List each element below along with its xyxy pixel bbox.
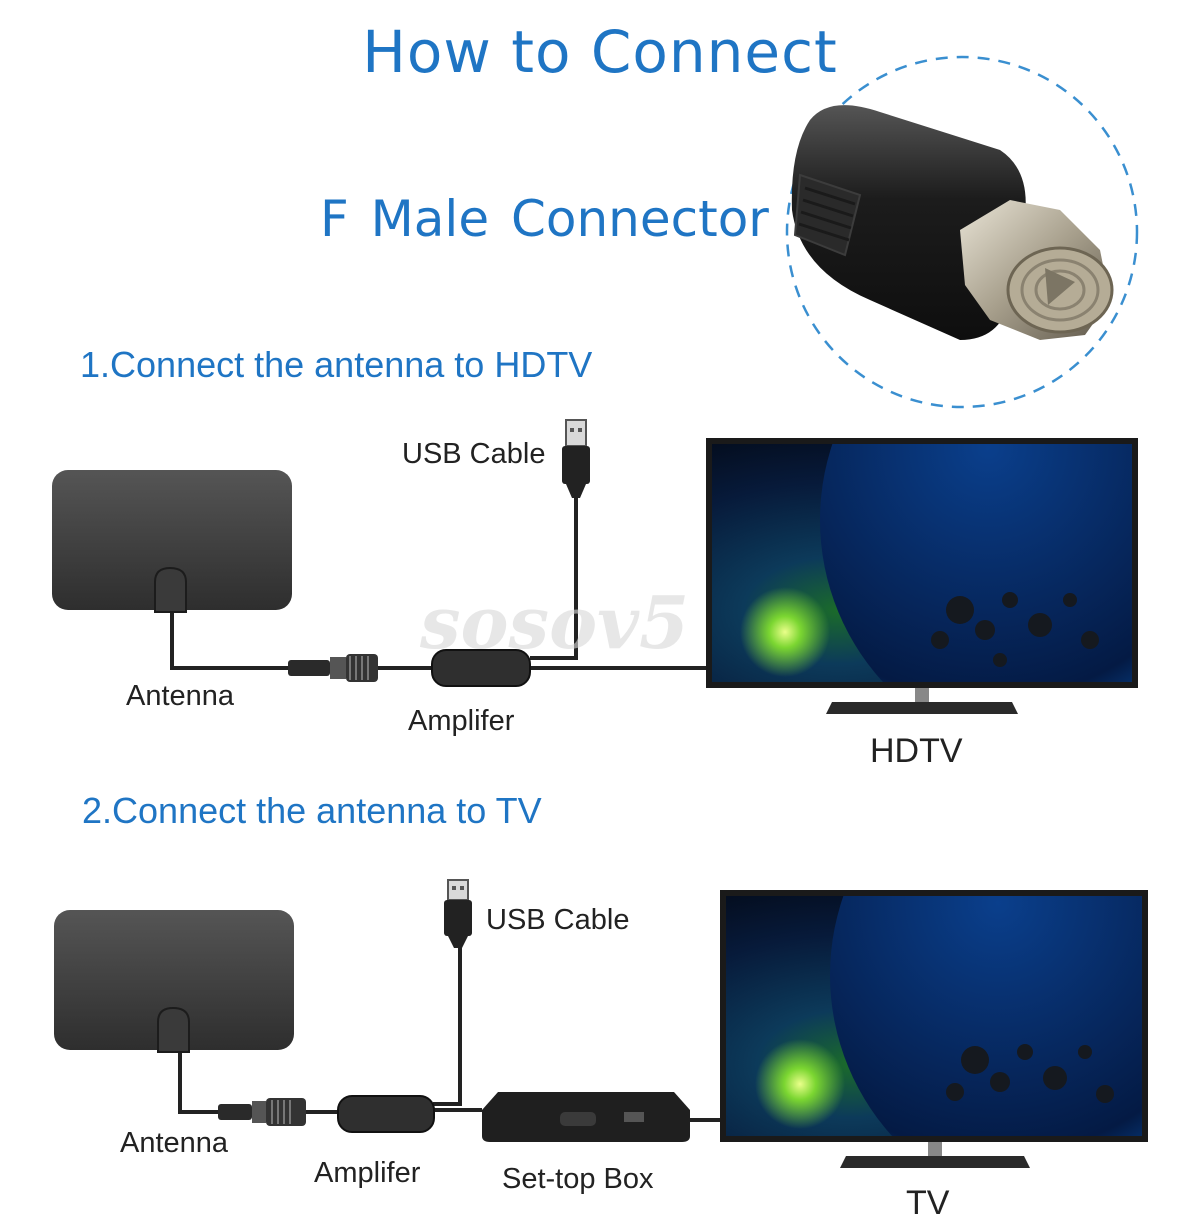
hdtv-label: HDTV xyxy=(870,732,963,770)
antenna-cable xyxy=(178,1048,220,1114)
diagram-tv xyxy=(54,879,1148,1168)
dashed-circle xyxy=(785,55,1139,409)
usb-plug-icon xyxy=(562,419,590,498)
antenna-label: Antenna xyxy=(126,680,235,712)
step-heading-hdtv: 1.Connect the antenna to HDTV xyxy=(80,344,593,385)
coax-coupler-icon xyxy=(288,654,378,682)
amplifier-icon xyxy=(431,649,531,687)
connector-closeup xyxy=(785,55,1139,409)
antenna-icon xyxy=(54,910,294,1053)
tv-icon xyxy=(720,890,1148,1168)
step-heading-tv: 2.Connect the antenna to TV xyxy=(82,790,542,831)
connector-label: F Male Connector xyxy=(320,190,769,248)
amplifier-label: Amplifer xyxy=(314,1157,421,1189)
diagram-hdtv xyxy=(52,419,1138,714)
watermark-text: sosov5 xyxy=(420,580,690,665)
antenna-cable xyxy=(170,608,290,670)
f-connector-icon xyxy=(791,105,1114,340)
usb-plug-icon xyxy=(444,879,472,948)
usb-cable-label: USB Cable xyxy=(402,438,546,470)
amplifier-icon xyxy=(337,1095,435,1133)
antenna-label: Antenna xyxy=(120,1127,229,1159)
antenna-icon xyxy=(52,470,292,613)
usb-cable-label: USB Cable xyxy=(486,904,630,936)
coax-coupler-icon xyxy=(218,1098,306,1126)
usb-cable xyxy=(530,495,578,660)
settop-box-label: Set-top Box xyxy=(502,1163,654,1195)
amplifier-label: Amplifer xyxy=(408,705,515,737)
usb-cable xyxy=(433,940,462,1106)
settop-box-icon xyxy=(482,1092,690,1142)
page-title: How to Connect xyxy=(362,18,838,86)
tv-label: TV xyxy=(906,1184,950,1222)
hdtv-icon xyxy=(706,438,1138,714)
